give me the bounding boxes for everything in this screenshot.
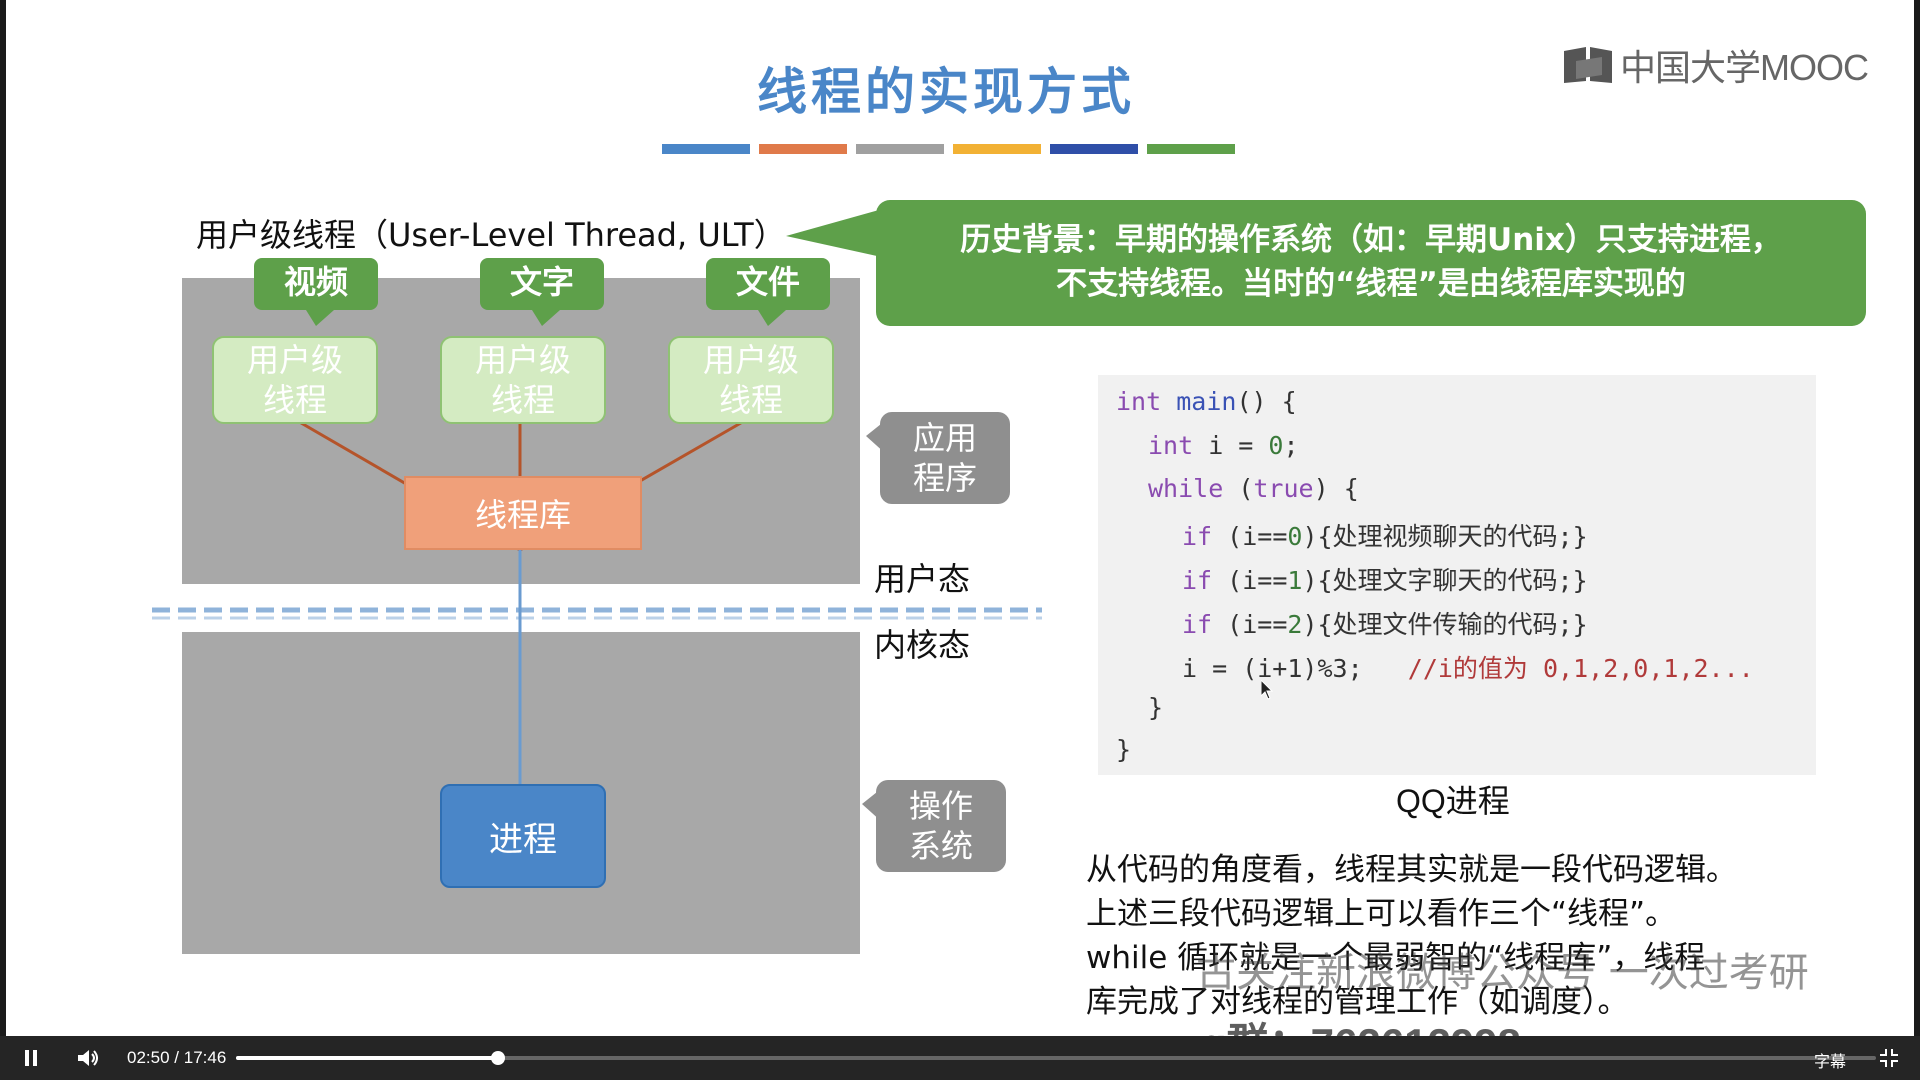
title-color-segment [1050,144,1138,154]
logo-text: 中国大学MOOC [1620,47,1869,88]
os-label-line2: 系统 [908,827,973,865]
mode-boundary-line [152,607,1042,620]
history-line-1: 历史背景：早期的操作系统（如：早期Unix）只支持进程， [960,222,1782,258]
para-line: 上述三段代码逻辑上可以看作三个“线程”。 [1086,896,1677,932]
ult-title: 用户级线程（User-Level Thread, ULT） [196,216,786,254]
bubble-video: 视频 [254,258,378,326]
time-display: 02:50 / 17:46 [127,1048,226,1068]
watermark-qq: q群：762612998 [1201,1010,1521,1036]
title-color-segment [856,144,944,154]
code-line: while (true) { [1148,474,1359,503]
fullscreen-exit-button[interactable] [1878,1047,1900,1069]
pause-icon [25,1050,37,1066]
mooc-logo: 中国大学MOOC [1562,40,1869,90]
history-pointer [786,208,886,258]
process-box: 进程 [440,784,606,888]
code-line: if (i==0){处理视频聊天的代码;} [1182,522,1588,551]
para-line: while 循环就是一个最弱智的“线程库”，线程 [1086,940,1706,976]
code-line: } [1148,693,1164,722]
volume-button[interactable] [76,1047,98,1069]
mouse-cursor-icon [1261,680,1274,700]
subtitle-button[interactable]: 字幕 [1814,1054,1847,1071]
bubble-file: 文件 [706,258,830,326]
pause-button[interactable] [20,1047,42,1069]
code-line: if (i==2){处理文件传输的代码;} [1182,610,1588,639]
progress-played [236,1056,499,1060]
code-caption: QQ进程 [1396,783,1510,819]
slide-title: 线程的实现方式 [757,63,1135,121]
code-line: int i = 0; [1148,431,1299,460]
code-block: int main() { int i = 0; while (true) { i… [1098,375,1816,775]
para-line: 库完成了对线程的管理工作（如调度）。 [1086,984,1629,1020]
thread-label-line1: 用户级 [246,341,343,379]
thread-label-line1: 用户级 [702,341,799,379]
user-thread-3: 用户级线程 [668,336,834,424]
video-player-bar: 02:50 / 17:46 字幕 [0,1036,1920,1080]
fullscreen-exit-icon [1880,1049,1898,1067]
bubble-tail [532,310,560,326]
current-time: 02:50 [127,1048,170,1067]
code-line: int main() { [1116,387,1297,416]
user-thread-2: 用户级线程 [440,336,606,424]
progress-track[interactable] [236,1051,1876,1065]
book-logo-icon [1564,47,1612,83]
watermark-text: 古关注新浪微博公众号 一次过考研 [1196,950,1809,996]
bubble-video-label: 视频 [254,258,378,310]
title-color-segment [1147,144,1235,154]
explanation-paragraph: 从代码的角度看，线程其实就是一段代码逻辑。 上述三段代码逻辑上可以看作三个“线程… [1086,848,1886,1024]
slide: 线程的实现方式 中国大学MOOC 用户级线程（User-Level Thread… [6,0,1914,1036]
thread-library: 线程库 [404,476,642,550]
title-color-segment [662,144,750,154]
progress-knob[interactable] [491,1051,506,1065]
duration: 17:46 [183,1048,227,1067]
title-color-segment [759,144,847,154]
code-line: i = (i+1)%3; //i的值为 0,1,2,0,1,2... [1182,654,1754,683]
time-separator: / [174,1048,180,1067]
thread-label-line2: 线程 [490,381,555,419]
os-label-line1: 操作 [908,787,973,825]
para-line: 从代码的角度看，线程其实就是一段代码逻辑。 [1086,852,1737,888]
history-callout: 历史背景：早期的操作系统（如：早期Unix）只支持进程， 不支持线程。当时的“线… [876,200,1866,326]
code-line: } [1116,735,1132,764]
bubble-tail [306,310,334,326]
kernel-mode-label: 内核态 [874,626,971,664]
thread-label-line2: 线程 [718,381,783,419]
bubble-file-label: 文件 [706,258,830,310]
os-label: 操作系统 [876,780,1006,872]
app-label-line1: 应用 [912,419,977,457]
bubble-text-label: 文字 [480,258,604,310]
thread-label-line2: 线程 [262,381,327,419]
user-mode-label: 用户态 [874,560,971,598]
thread-label-line1: 用户级 [474,341,571,379]
bubble-tail [758,310,786,326]
bubble-text: 文字 [480,258,604,326]
volume-icon [78,1050,98,1066]
code-line: if (i==1){处理文字聊天的代码;} [1182,566,1588,595]
app-label-line2: 程序 [912,459,977,497]
history-line-2: 不支持线程。当时的“线程”是由线程库实现的 [1056,266,1686,302]
user-thread-1: 用户级线程 [212,336,378,424]
title-color-segment [953,144,1041,154]
app-program-label: 应用程序 [880,412,1010,504]
watermark-site: 王道考研/CSKAOYAN.COM [1456,1028,1852,1036]
